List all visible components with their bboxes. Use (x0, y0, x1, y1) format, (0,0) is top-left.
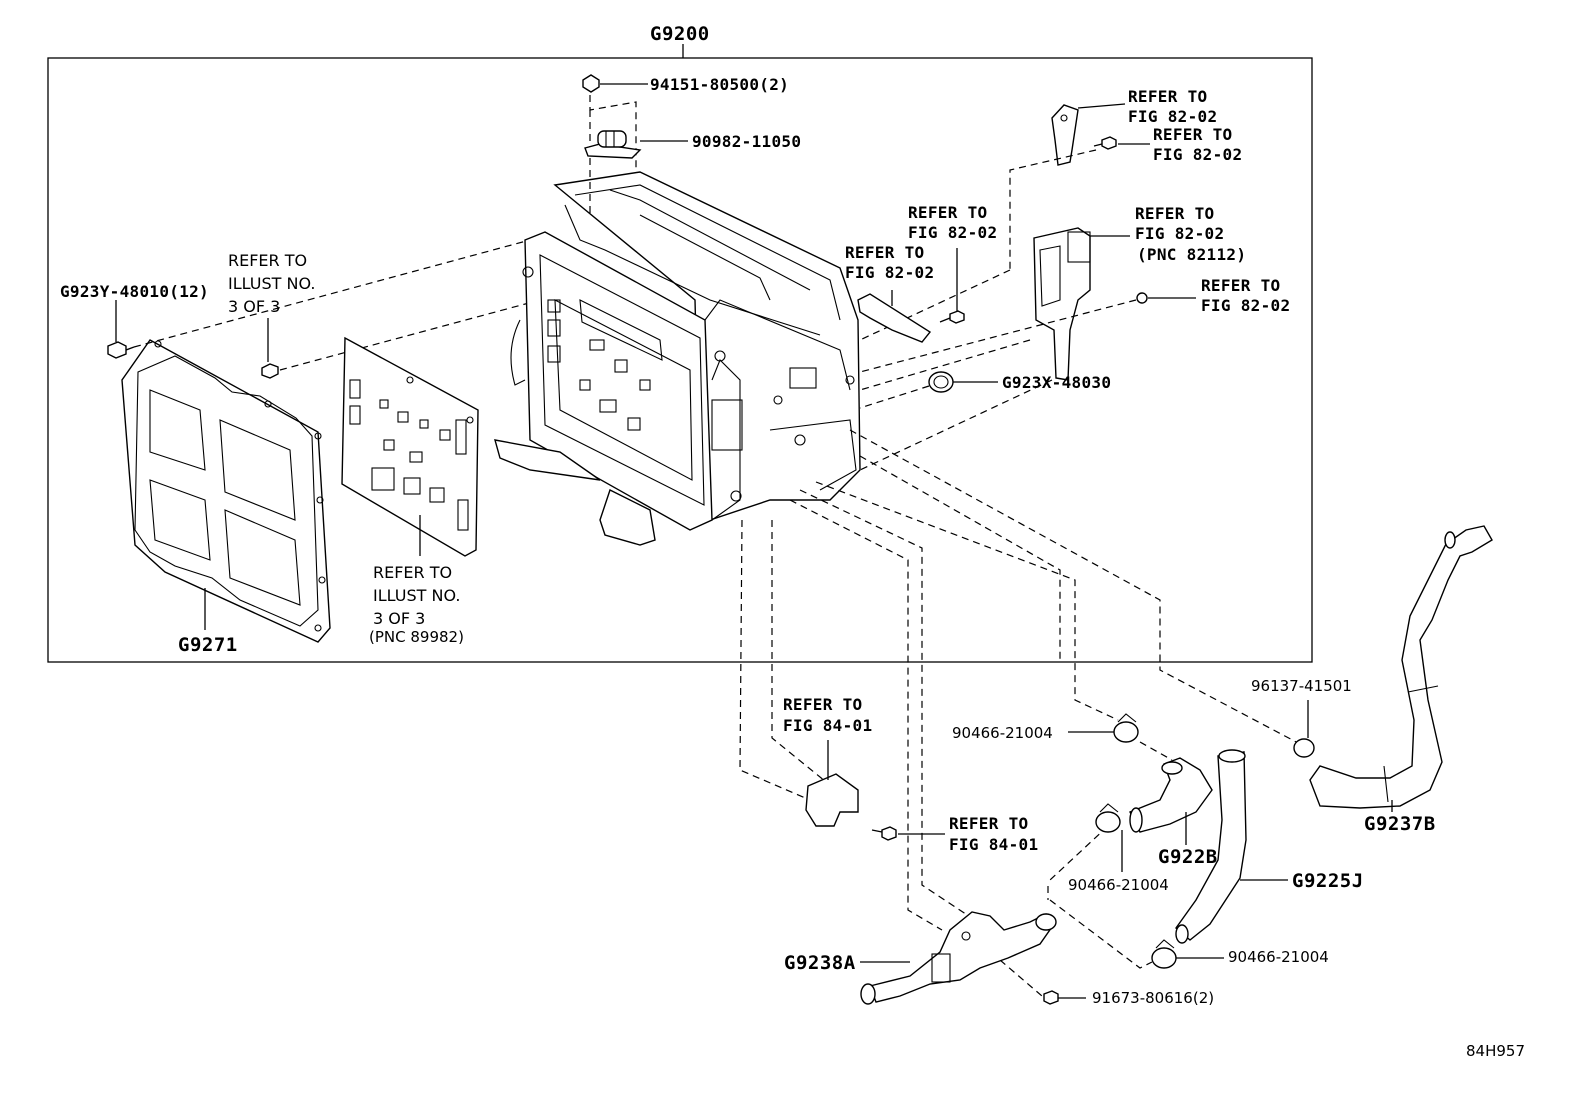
bolt-bottom-icon (1043, 990, 1059, 1005)
bolt-top-icon (582, 74, 600, 93)
bolt-bottom-label: 91673-80616(2) (1092, 989, 1214, 1007)
pipe-g9238a-label: G9238A (784, 952, 856, 974)
clamp-4-icon (1293, 738, 1315, 758)
svg-text:FIG 82-02: FIG 82-02 (1128, 107, 1217, 126)
svg-text:(PNC 82112): (PNC 82112) (1137, 245, 1246, 264)
bolt-lower-icon (871, 826, 897, 841)
bar-bracket-icon (857, 293, 932, 343)
svg-text:REFER TO: REFER TO (373, 563, 452, 582)
refer-mid1-label: REFER TO FIG 82-02 (845, 243, 934, 282)
bracket-right-icon (1051, 104, 1079, 166)
assembly-label: G9200 (650, 23, 710, 45)
grommet-icon (928, 371, 954, 393)
diagram-code: 84H957 (1466, 1042, 1525, 1060)
hose-g922b-label: G922B (1158, 846, 1218, 868)
hose-g9237b-label: G9237B (1364, 813, 1436, 835)
refer-fig84-b-label: REFER TO FIG 84-01 (949, 814, 1038, 854)
lower-bracket-icon (805, 773, 859, 827)
bolt-mid-icon (939, 310, 965, 324)
cover-label: G9271 (178, 634, 238, 656)
hose-g9225j-icon (1175, 749, 1247, 944)
hose-g922b-icon (1129, 757, 1213, 833)
bolt-top-label: 94151-80500(2) (650, 75, 789, 94)
clamp-3-label: 90466-21004 (1228, 948, 1329, 966)
inverter-main-body (494, 171, 861, 546)
refer-illust-bottom-label: REFER TO ILLUST NO. 3 OF 3 (PNC 89982) (369, 563, 464, 646)
clamp-3-icon (1151, 939, 1177, 969)
svg-text:FIG 82-02: FIG 82-02 (845, 263, 934, 282)
refer-illust-top-label: REFER TO ILLUST NO. 3 OF 3 (228, 251, 315, 316)
refer-r1-label: REFER TO FIG 82-02 (1128, 87, 1217, 126)
plug-top-label: 90982-11050 (692, 132, 801, 151)
svg-text:REFER TO: REFER TO (908, 203, 987, 222)
circuit-board-part (341, 336, 479, 557)
svg-text:(PNC 89982): (PNC 89982) (369, 628, 464, 646)
svg-text:ILLUST NO.: ILLUST NO. (228, 274, 315, 293)
svg-text:FIG 84-01: FIG 84-01 (949, 835, 1038, 854)
screw-2-icon (261, 363, 279, 379)
svg-text:FIG 82-02: FIG 82-02 (1201, 296, 1290, 315)
clamp-2-icon (1095, 803, 1121, 833)
refer-r3-label: REFER TO FIG 82-02 (1201, 276, 1290, 315)
svg-text:REFER TO: REFER TO (783, 695, 862, 714)
pipe-g9238a-icon (860, 911, 1057, 1005)
grommet-label: G923X-48030 (1002, 373, 1111, 392)
refer-r2-label: REFER TO FIG 82-02 (1153, 125, 1242, 164)
svg-text:FIG 82-02: FIG 82-02 (1135, 224, 1224, 243)
svg-text:REFER TO: REFER TO (228, 251, 307, 270)
svg-text:REFER TO: REFER TO (1153, 125, 1232, 144)
svg-text:REFER TO: REFER TO (845, 243, 924, 262)
bolt-r3-icon (1136, 292, 1148, 304)
clamp-4-label: 96137-41501 (1251, 677, 1352, 695)
refer-mid2-label: REFER TO FIG 82-02 (908, 203, 997, 242)
bolt-r2-icon (1093, 136, 1117, 150)
screw-left-label: G923Y-48010(12) (60, 282, 209, 301)
plug-top-icon (584, 130, 642, 159)
clamp-1-icon (1113, 713, 1139, 743)
inverter-cover-part (121, 339, 331, 643)
svg-text:REFER TO: REFER TO (949, 814, 1028, 833)
svg-text:REFER TO: REFER TO (1135, 204, 1214, 223)
hose-g9237b-icon (1309, 525, 1493, 809)
svg-text:3 OF 3: 3 OF 3 (228, 297, 280, 316)
hose-g9225j-label: G9225J (1292, 870, 1364, 892)
refer-fig84-a-label: REFER TO FIG 84-01 (783, 695, 872, 735)
sensor-bracket-icon (1033, 227, 1091, 381)
svg-text:REFER TO: REFER TO (1128, 87, 1207, 106)
svg-text:FIG 82-02: FIG 82-02 (908, 223, 997, 242)
svg-text:FIG 84-01: FIG 84-01 (783, 716, 872, 735)
clamp-2-label: 90466-21004 (1068, 876, 1169, 894)
assembly-boundary-box (47, 57, 1313, 663)
screw-left-icon (107, 341, 135, 359)
clamp-1-label: 90466-21004 (952, 724, 1053, 742)
svg-text:FIG 82-02: FIG 82-02 (1153, 145, 1242, 164)
refer-pnc82112-label: REFER TO FIG 82-02 (PNC 82112) (1135, 204, 1246, 264)
svg-text:REFER TO: REFER TO (1201, 276, 1280, 295)
svg-text:3 OF 3: 3 OF 3 (373, 609, 425, 628)
svg-text:ILLUST NO.: ILLUST NO. (373, 586, 460, 605)
